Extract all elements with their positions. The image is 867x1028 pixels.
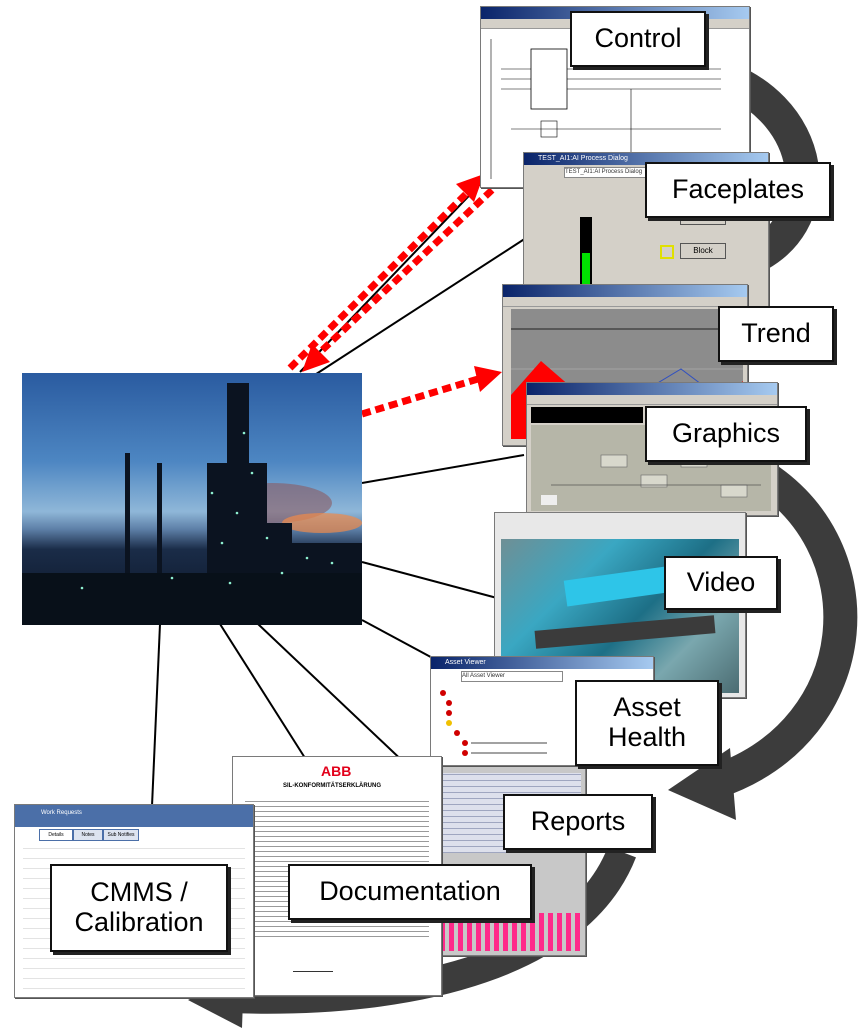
label-documentation: Documentation	[288, 864, 532, 920]
asset-tree	[440, 690, 547, 756]
cmms-tab-notes[interactable]: Notes	[73, 829, 103, 841]
label-asset-health-line1: Asset	[613, 692, 681, 723]
asset-viewer-search[interactable]: All Asset Viewer	[461, 671, 563, 682]
label-cmms-line1: CMMS /	[90, 877, 188, 908]
faceplate-bargraph	[580, 217, 592, 301]
arrowhead-control	[456, 174, 484, 202]
link-line-control	[299, 177, 487, 373]
graphics-titlebar	[527, 383, 777, 395]
label-cmms-line2: Calibration	[74, 907, 204, 937]
arrowhead-trend	[474, 366, 502, 392]
cmms-tab-sub-notifies[interactable]: Sub Notifies	[103, 829, 139, 841]
link-line-asset-health	[361, 619, 441, 663]
doc-abb-logo: ABB	[321, 763, 352, 779]
faceplate-block-button-2[interactable]: Block	[680, 243, 726, 259]
trend-titlebar	[503, 285, 747, 297]
link-line-documentation	[219, 623, 306, 759]
curved-arrowhead-middle	[668, 748, 736, 820]
link-line-video	[361, 561, 498, 599]
curved-arrow-middle	[709, 455, 858, 799]
label-faceplates: Faceplates	[645, 162, 831, 218]
graphics-menubar	[527, 395, 777, 405]
doc-signature	[293, 957, 333, 972]
dashed-arrow-to-control	[287, 187, 473, 371]
label-graphics: Graphics	[645, 406, 807, 462]
link-line-faceplates	[309, 237, 527, 379]
label-control: Control	[570, 11, 706, 67]
trend-menubar	[503, 297, 747, 307]
link-line-cmms	[151, 623, 161, 807]
label-reports: Reports	[503, 794, 653, 850]
dashed-arrow-to-trend	[360, 375, 480, 418]
faceplate-alarm-indicator	[660, 245, 674, 259]
graphics-alarm-list	[531, 407, 643, 423]
cmms-header-bar	[15, 805, 253, 827]
link-line-graphics	[361, 454, 525, 484]
link-line-reports	[257, 623, 411, 769]
arrowhead-photo	[302, 344, 330, 372]
label-asset-health-line2: Health	[607, 722, 687, 752]
doc-heading: SIL-KONFORMITÄTSERKLÄRUNG	[283, 783, 381, 789]
label-video: Video	[664, 556, 778, 610]
dashed-arrow-from-control	[313, 187, 495, 359]
refinery-silhouette	[22, 383, 362, 625]
faceplate-bargraph-fill	[582, 253, 590, 299]
label-cmms-calibration: CMMS / Calibration	[50, 864, 228, 952]
cmms-header-title: Work Requests	[41, 810, 82, 816]
label-asset-health: Asset Health	[575, 680, 719, 766]
control-logic-diagram	[490, 39, 721, 179]
curved-arrow-bottom	[229, 846, 636, 1014]
refinery-photo	[22, 373, 362, 625]
asset-viewer-titlebar: Asset Viewer	[431, 657, 653, 669]
cmms-tab-details[interactable]: Details	[39, 829, 73, 841]
label-trend: Trend	[718, 306, 834, 362]
